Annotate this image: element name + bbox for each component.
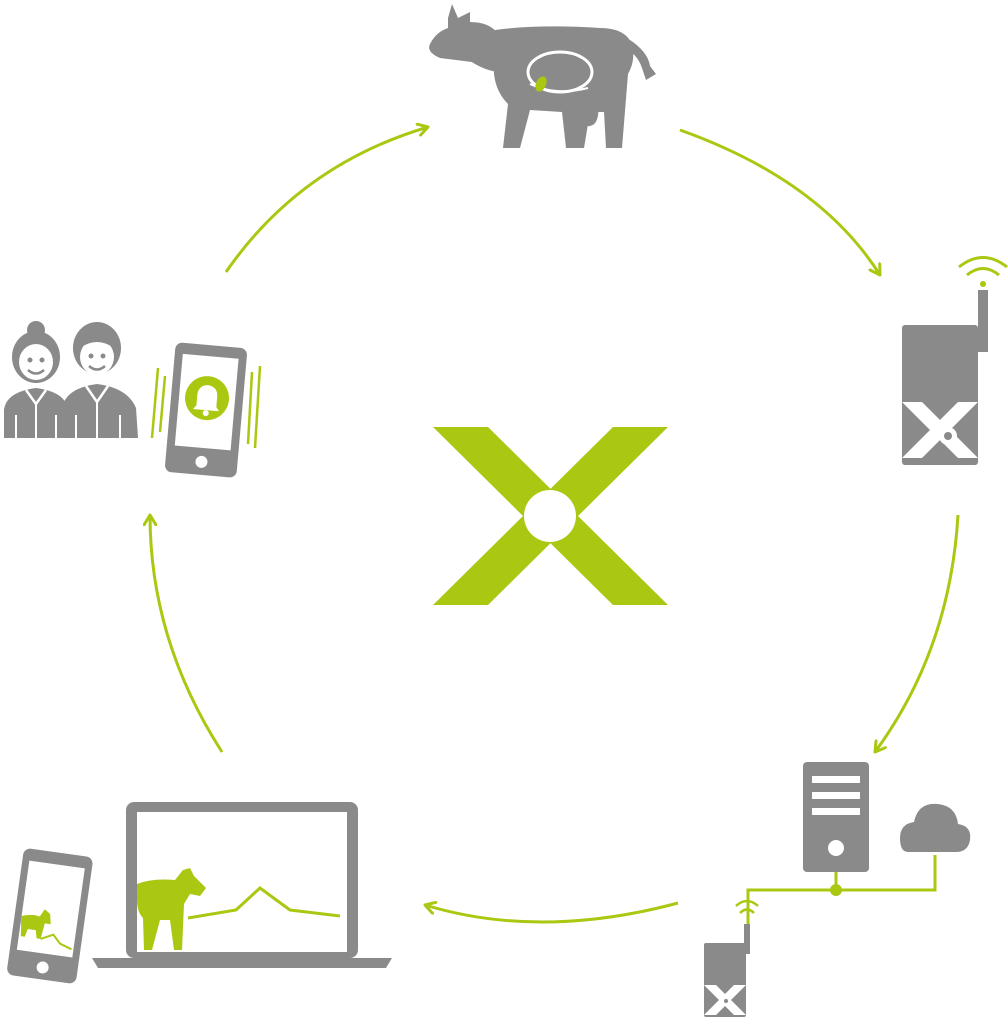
- arrow-farmers-to-cow: [224, 127, 428, 273]
- arrow-server-to-laptop: [425, 903, 679, 924]
- laptop-phone-dashboard-icon: [7, 802, 392, 984]
- arrow-cow-to-sensor: [679, 128, 880, 275]
- cow-with-sensor-icon: [429, 4, 656, 148]
- wireless-sensor-device-icon: [902, 256, 1008, 465]
- arrow-sensor-to-server: [875, 514, 960, 752]
- x-logo-icon: [433, 427, 668, 605]
- arrow-laptop-to-farmers: [150, 515, 224, 753]
- server-cloud-network-icon: [704, 762, 971, 1017]
- farmers-phone-alert-icon: [4, 321, 262, 478]
- cycle-arrows: [150, 127, 960, 924]
